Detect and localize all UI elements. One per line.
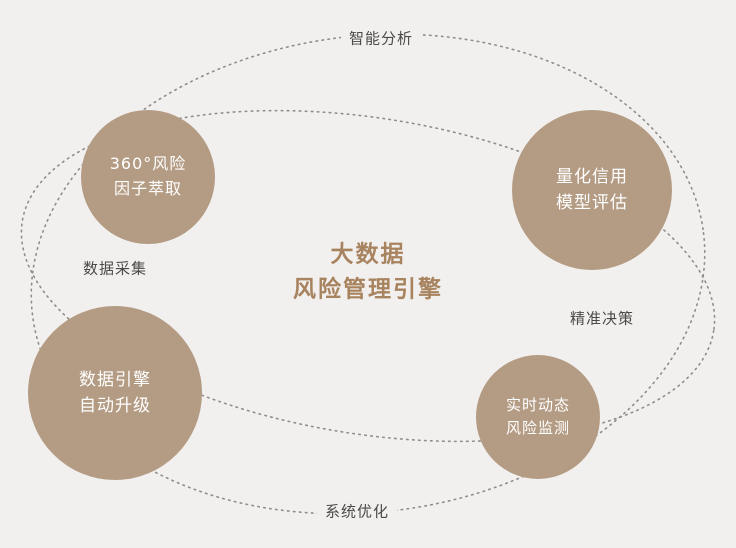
node-factor-extraction: 360°风险 因子萃取: [81, 110, 215, 244]
edge-label-data-collection: 数据采集: [74, 255, 156, 281]
node-credit-model-line2: 模型评估: [556, 193, 628, 213]
node-risk-monitoring: 实时动态 风险监测: [476, 355, 600, 479]
diagram-title: 大数据 风险管理引擎: [293, 238, 443, 307]
node-engine-upgrade: 数据引擎 自动升级: [28, 306, 202, 480]
node-credit-model-line1: 量化信用: [556, 166, 628, 187]
node-engine-upgrade-line2: 自动升级: [79, 396, 151, 416]
node-factor-extraction-line2: 因子萃取: [113, 179, 182, 198]
edge-label-intelligent-analysis: 智能分析: [340, 25, 422, 51]
node-credit-model: 量化信用 模型评估: [512, 110, 672, 270]
node-risk-monitoring-line1: 实时动态: [505, 395, 570, 414]
edge-label-system-optimization: 系统优化: [316, 498, 398, 524]
diagram-title-line2: 风险管理引擎: [293, 276, 443, 302]
node-factor-extraction-line1: 360°风险: [109, 154, 187, 174]
orbit-ellipse-flat: [20, 109, 716, 443]
node-risk-monitoring-line2: 风险监测: [505, 419, 570, 437]
diagram-title-line1: 大数据: [330, 241, 406, 268]
edge-label-precise-decision: 精准决策: [561, 305, 643, 331]
node-engine-upgrade-line1: 数据引擎: [79, 369, 151, 390]
